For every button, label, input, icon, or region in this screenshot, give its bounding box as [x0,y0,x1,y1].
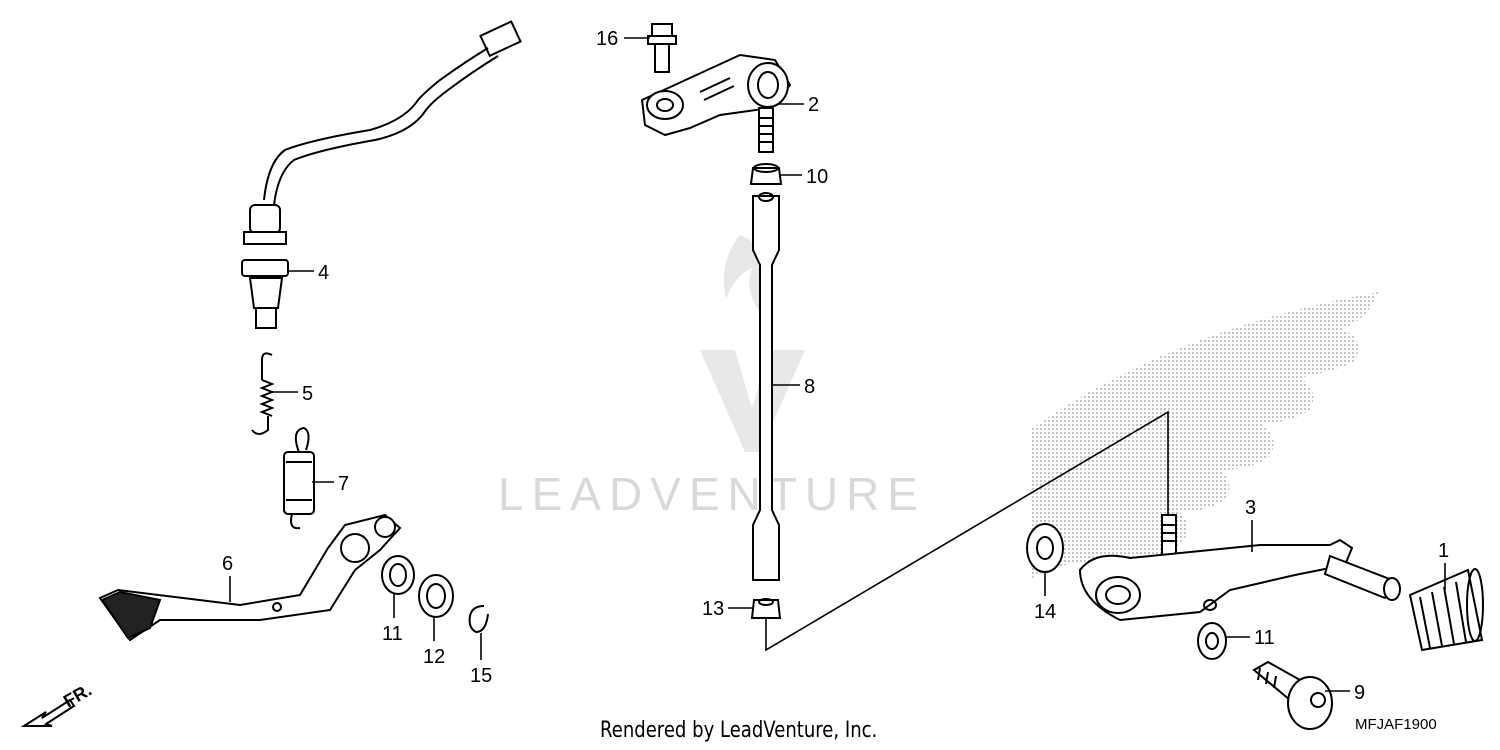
callout-5: 5 [272,383,313,405]
part-4-switch [241,20,522,329]
watermark-logo [700,235,805,452]
callout-16: 16 [596,28,650,50]
callout-label: 8 [804,376,815,398]
wing-shading [1030,292,1378,578]
callout-label: 1 [1438,540,1449,562]
front-direction-arrow: FR. [20,680,95,727]
callout-2: 2 [778,94,819,116]
part-10-nut [749,163,783,185]
footer-credit: Rendered by LeadVenture, Inc. [600,718,878,743]
callout-label: 15 [470,665,492,687]
part-7-spring [283,426,315,530]
part-14-washer [1026,523,1064,573]
callout-8: 8 [772,376,815,398]
callout-15: 15 [470,633,492,687]
part-13-nut [750,598,782,619]
assembly-lines [765,410,1169,652]
watermark-text: LEADVENTURE [498,468,926,520]
callout-12: 12 [423,617,445,668]
callout-label: 12 [423,646,445,668]
callout-11-right: 11 [1226,627,1275,649]
diagram-code: MFJAF1900 [1355,716,1437,733]
callout-4: 4 [288,262,329,284]
callout-11-left: 11 [382,594,403,645]
part-6-brake-pedal [98,513,402,642]
callouts: 1 2 3 4 5 6 7 8 9 10 11 11 12 13 14 15 1… [222,28,1449,704]
callout-label: 11 [1254,627,1275,649]
watermark: LEADVENTURE [498,235,926,520]
callout-label: 16 [596,28,618,50]
callout-label: 7 [338,473,349,495]
callout-6: 6 [222,553,233,602]
part-5-spring [251,352,275,435]
callout-label: 4 [318,262,329,284]
part-1-pedal-rubber [1408,568,1484,652]
callout-label: 10 [806,166,828,188]
callout-14: 14 [1034,572,1056,623]
callout-label: 3 [1245,497,1256,519]
callout-3: 3 [1245,497,1256,552]
callout-1: 1 [1438,540,1449,590]
callout-13: 13 [702,598,752,620]
callout-9: 9 [1325,682,1365,704]
callout-label: 13 [702,598,724,620]
part-9-pivot-bolt [1252,660,1333,730]
callout-10: 10 [780,166,828,188]
callout-label: 14 [1034,601,1056,623]
part-11-washer-left [381,555,415,595]
callout-label: 9 [1354,682,1365,704]
callout-label: 2 [808,94,819,116]
callout-label: 6 [222,553,233,575]
part-16-bolt [647,23,677,73]
callout-label: 11 [382,623,403,645]
part-8-rod [752,192,780,581]
part-15-clip [468,605,489,634]
callout-label: 5 [302,383,313,405]
callout-7: 7 [312,473,349,495]
part-12-washer [418,574,454,618]
part-2-shift-arm [640,53,792,153]
part-11-washer-right [1197,622,1227,660]
part-3-shift-pedal [1078,514,1401,622]
